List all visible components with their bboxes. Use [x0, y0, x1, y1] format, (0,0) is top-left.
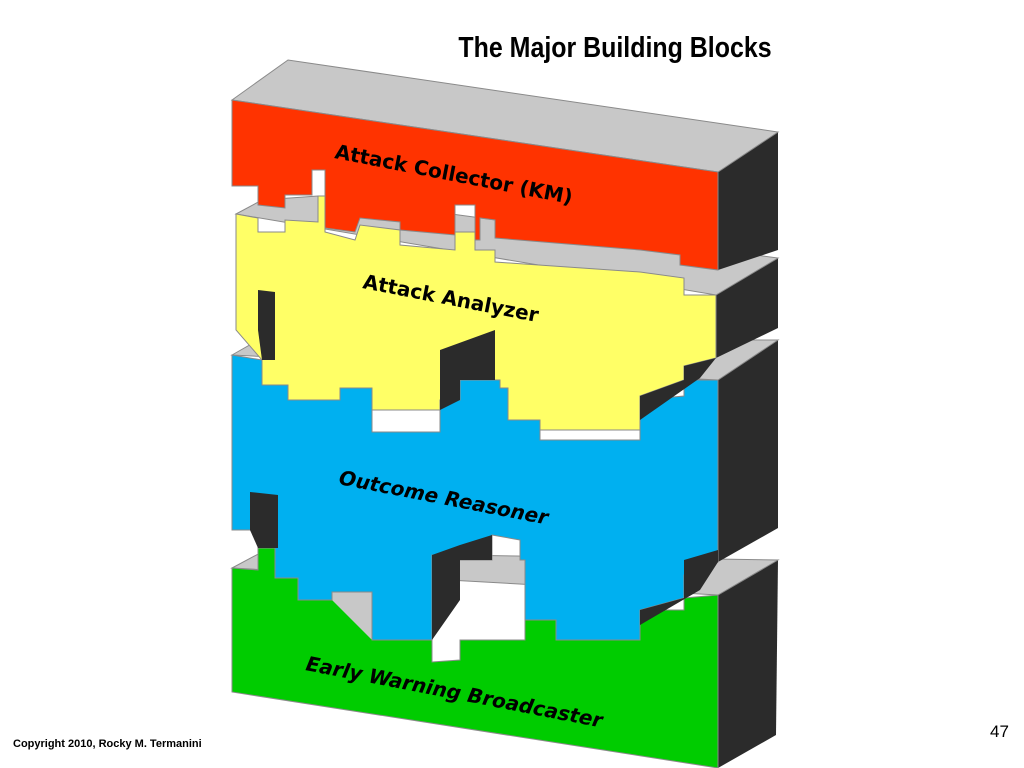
notch-shadow — [250, 492, 278, 548]
block-side-face — [718, 340, 778, 562]
block-side-face — [718, 132, 778, 270]
block-attack-collector: Attack Collector (KM) — [230, 59, 780, 271]
slide-title: The Major Building Blocks — [458, 32, 772, 64]
page-number: 47 — [990, 722, 1009, 741]
block-attack-analyzer: Attack Analyzer — [234, 195, 780, 431]
copyright-notice: Copyright 2010, Rocky M. Termanini — [13, 738, 202, 750]
notch-shadow — [640, 550, 718, 625]
notch-shadow — [440, 330, 495, 410]
block-side-face — [718, 560, 778, 768]
block-side-face — [716, 258, 778, 358]
notch-shadow — [332, 582, 372, 640]
notch-shadow — [640, 358, 716, 420]
block-front-face — [231, 99, 719, 271]
notch-shadow — [258, 290, 275, 360]
notch-shadow — [432, 535, 492, 640]
